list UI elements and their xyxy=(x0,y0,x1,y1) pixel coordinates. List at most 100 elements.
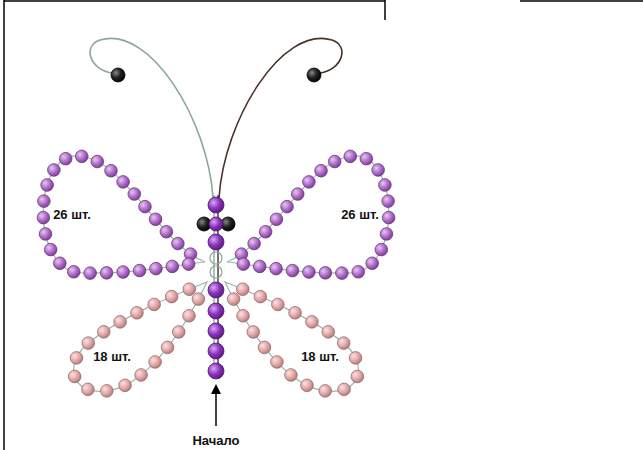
wing-bead xyxy=(139,200,152,213)
frame-lines xyxy=(4,0,643,450)
wing-bead xyxy=(133,264,146,277)
bead-count: 26 шт. xyxy=(341,207,379,222)
wing-bead xyxy=(237,309,250,322)
wing-bead xyxy=(322,326,335,339)
wing-bead xyxy=(135,369,148,382)
wing-bead xyxy=(236,283,249,296)
wing-bead xyxy=(366,257,379,270)
bead-count: 26 шт. xyxy=(53,207,91,222)
wing-bead xyxy=(237,258,250,271)
wing-bead xyxy=(315,164,328,177)
wing-bead xyxy=(160,225,173,238)
wing-bead xyxy=(161,341,174,354)
wing-bead xyxy=(360,152,373,165)
wing-bead xyxy=(254,290,267,303)
wing-bead xyxy=(253,260,266,273)
antenna-wire xyxy=(219,38,342,198)
antenna-bead xyxy=(307,68,321,82)
wing-bead xyxy=(306,316,319,329)
wing-wire xyxy=(43,156,205,273)
wing-bead xyxy=(382,195,395,208)
wing-bead xyxy=(48,164,61,177)
wing-bead xyxy=(68,370,81,383)
bead-count: 18 шт. xyxy=(301,349,339,364)
wing-bead xyxy=(54,257,67,270)
wing-bead xyxy=(119,379,132,392)
wing-bead xyxy=(344,150,357,163)
wing-bead xyxy=(100,267,113,280)
wing-bead xyxy=(82,337,95,350)
wing-bead xyxy=(248,237,261,250)
wing-bead xyxy=(84,267,97,280)
wing-bead xyxy=(319,267,332,280)
wing-loops xyxy=(37,150,395,397)
wing-bead xyxy=(227,293,240,306)
wing-bead xyxy=(192,293,205,306)
wing-bead xyxy=(289,307,302,320)
wing-bead xyxy=(328,155,341,168)
wing-bead xyxy=(291,188,304,201)
wing-bead xyxy=(336,267,349,280)
wing-bead xyxy=(349,352,362,365)
start-arrow xyxy=(211,384,221,426)
wing-bead xyxy=(303,266,316,279)
wing-bead xyxy=(182,258,195,271)
wing-bead xyxy=(285,369,298,382)
wing-bead xyxy=(150,262,163,275)
wing-bead xyxy=(258,341,271,354)
antenna-wire xyxy=(90,38,213,198)
wing-bead xyxy=(70,352,83,365)
wing-bead xyxy=(352,265,365,278)
wing-bead xyxy=(41,179,54,192)
wing-wire xyxy=(74,282,207,391)
start-label: Начало xyxy=(192,433,239,448)
wing-bead xyxy=(128,188,141,201)
wing-bead xyxy=(117,266,130,279)
bead-count: 18 шт. xyxy=(93,349,131,364)
wing-bead xyxy=(380,228,393,241)
wing-bead xyxy=(271,356,284,369)
wing-bead xyxy=(149,213,162,226)
wing-bead xyxy=(117,176,130,189)
wing-bead xyxy=(114,316,127,329)
wing-bead xyxy=(75,150,88,163)
wing-bead xyxy=(372,164,385,177)
wing-bead xyxy=(379,179,392,192)
wing-bead xyxy=(105,164,118,177)
wing-bead xyxy=(270,262,283,275)
wing-bead xyxy=(382,211,395,224)
wing-bead xyxy=(183,309,196,322)
wing-bead xyxy=(148,298,161,311)
wing-bead xyxy=(172,326,185,339)
wing-bead xyxy=(247,326,260,339)
wing-bead xyxy=(59,152,72,165)
wing-bead xyxy=(91,155,104,168)
wing-bead xyxy=(286,264,299,277)
wing-bead xyxy=(166,260,179,273)
wing-bead xyxy=(82,383,95,396)
wing-wire xyxy=(225,282,358,391)
wing-bead xyxy=(149,356,162,369)
wing-wire xyxy=(227,156,389,273)
wing-bead xyxy=(351,370,364,383)
wing-bead xyxy=(303,176,316,189)
wing-bead xyxy=(131,307,144,320)
wing-bead xyxy=(67,265,80,278)
wing-bead xyxy=(39,228,52,241)
wing-bead xyxy=(259,225,272,238)
wing-bead xyxy=(101,385,114,398)
wing-bead xyxy=(375,243,388,256)
wing-bead xyxy=(97,326,110,339)
wing-bead xyxy=(319,385,332,398)
wing-bead xyxy=(165,290,178,303)
wing-bead xyxy=(301,379,314,392)
wing-bead xyxy=(38,195,51,208)
antenna-bead xyxy=(111,68,125,82)
wing-bead xyxy=(172,237,185,250)
wing-bead xyxy=(338,383,351,396)
wing-bead xyxy=(337,337,350,350)
wing-bead xyxy=(272,298,285,311)
wing-bead xyxy=(281,200,294,213)
